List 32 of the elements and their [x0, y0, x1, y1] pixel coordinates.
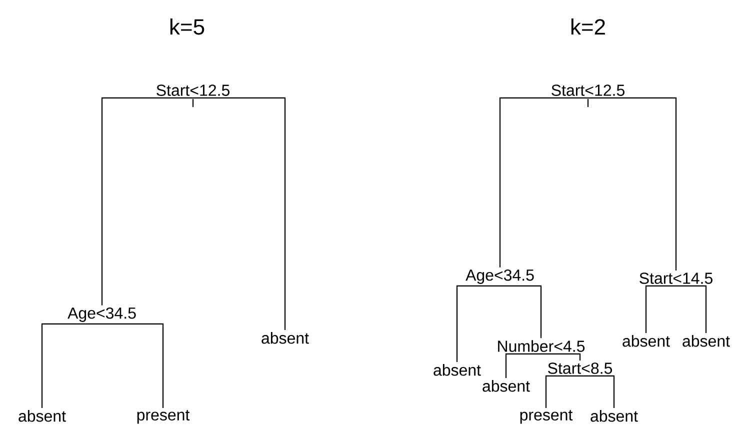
leaf-label: absent — [262, 332, 309, 344]
panel-title: k=2 — [571, 18, 605, 34]
tree-branch — [676, 285, 707, 333]
tree-branch — [500, 285, 542, 338]
leaf-label: absent — [622, 335, 670, 347]
split-label: Start<12.5 — [552, 84, 624, 96]
tree-branch — [41, 323, 102, 408]
tree-branch — [102, 323, 164, 408]
leaf-label: absent — [590, 410, 638, 422]
leaf-label: absent — [18, 410, 66, 422]
tree-branch — [505, 353, 541, 378]
tree-branch — [541, 353, 581, 361]
split-label: Start<12.5 — [156, 84, 230, 96]
tree-branch — [499, 97, 588, 268]
tree-branch — [545, 375, 580, 408]
tree-branch — [456, 285, 500, 362]
tree-branch — [588, 97, 677, 271]
split-label: Start<14.5 — [640, 272, 712, 284]
leaf-label: absent — [682, 335, 730, 347]
split-label: Number<4.5 — [498, 340, 585, 352]
split-label: Age<34.5 — [68, 307, 136, 322]
split-label: Start<8.5 — [548, 362, 612, 374]
tree-branch — [580, 375, 615, 408]
leaf-label: absent — [434, 364, 481, 376]
leaf-label: present — [520, 410, 573, 424]
split-label: Age<34.5 — [466, 269, 534, 284]
leaf-label: absent — [482, 380, 530, 392]
leaf-label: present — [137, 410, 190, 424]
tree-branch — [101, 97, 193, 306]
tree-branch — [193, 97, 286, 330]
tree-branch — [645, 285, 676, 333]
panel-title: k=5 — [170, 18, 204, 35]
